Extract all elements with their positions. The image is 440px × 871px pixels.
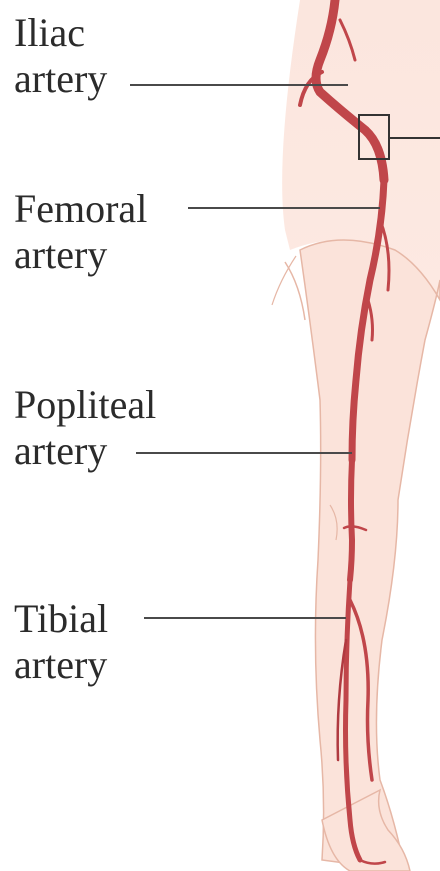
femoral-leader-line (188, 207, 380, 209)
iliac-label-line1: Iliac (14, 10, 107, 56)
tibial-leader-line (144, 617, 346, 619)
popliteal-label-line1: Popliteal (14, 382, 156, 428)
tibial-artery-label: Tibial artery (14, 596, 108, 688)
popliteal-label-line2: artery (14, 428, 156, 474)
tibial-label-line2: artery (14, 642, 108, 688)
popliteal-artery-path (350, 460, 352, 580)
iliac-artery-label: Iliac artery (14, 10, 107, 102)
tibial-label-line1: Tibial (14, 596, 108, 642)
popliteal-leader-line (136, 452, 352, 454)
femoral-label-line2: artery (14, 232, 147, 278)
femoral-label-line1: Femoral (14, 186, 147, 232)
iliac-label-line2: artery (14, 56, 107, 102)
iliac-leader-line (130, 84, 348, 86)
femoral-artery-label: Femoral artery (14, 186, 147, 278)
thigh-detail (285, 262, 305, 320)
thigh-detail (272, 256, 296, 305)
popliteal-artery-label: Popliteal artery (14, 382, 156, 474)
